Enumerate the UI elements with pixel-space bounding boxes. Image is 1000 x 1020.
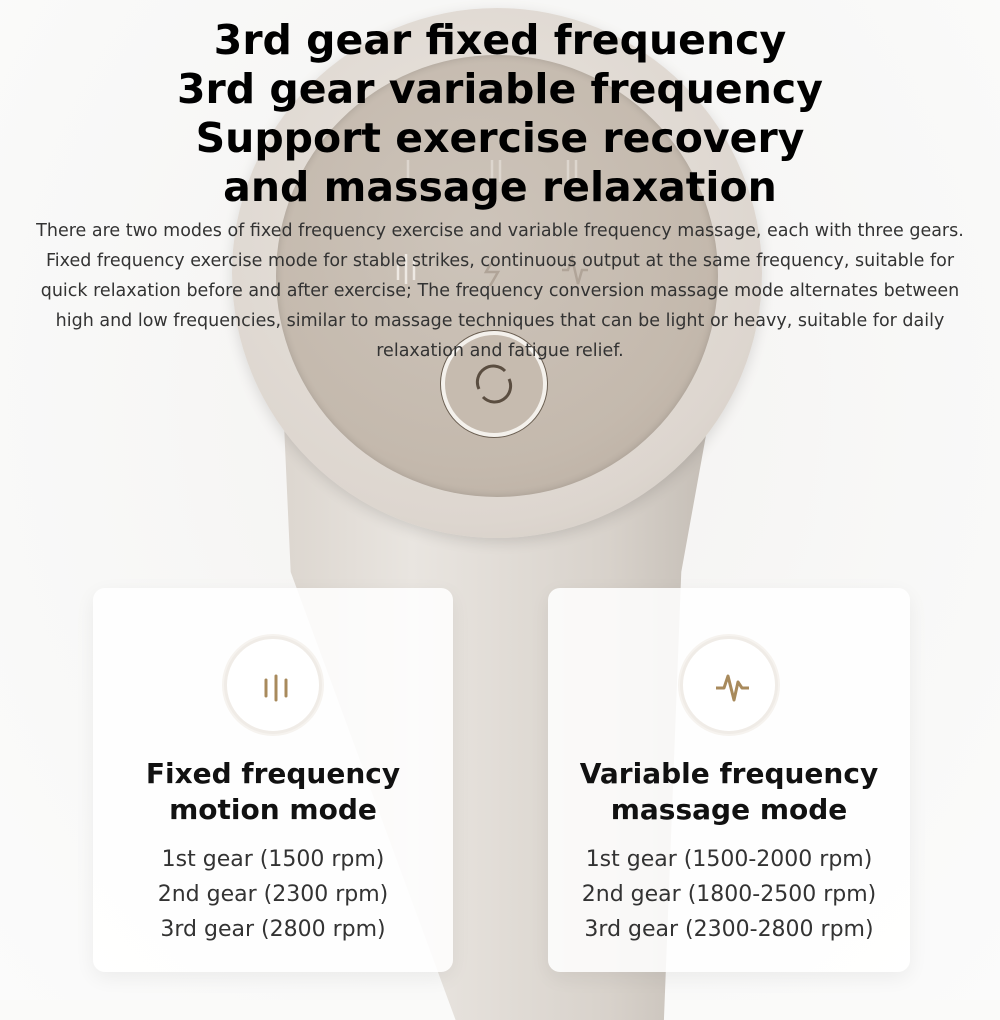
gear-item: 3rd gear (2300-2800 rpm)	[584, 917, 874, 942]
headline-line: 3rd gear fixed frequency	[213, 16, 787, 64]
headline-line: and massage relaxation	[223, 163, 777, 211]
headline-line: Support exercise recovery	[195, 114, 805, 162]
headline-line: 3rd gear variable frequency	[177, 65, 823, 113]
cycle-icon	[475, 364, 513, 404]
card-title: Variable frequency	[579, 757, 879, 790]
icon-circle	[680, 636, 778, 734]
gear-indicator-icon	[406, 160, 578, 184]
gear-item: 2nd gear (2300 rpm)	[157, 882, 389, 907]
gear-item: 2nd gear (1800-2500 rpm)	[581, 882, 877, 907]
mode-switch-button	[441, 331, 547, 437]
icon-circle	[224, 636, 322, 734]
fixed-frequency-bars-icon	[264, 674, 288, 702]
description: There are two modes of fixed frequency e…	[36, 221, 964, 361]
variable-frequency-wave-icon	[716, 674, 749, 702]
gear-item: 1st gear (1500-2000 rpm)	[585, 847, 873, 872]
card-title: Fixed frequency	[145, 757, 401, 790]
card-title: motion mode	[169, 793, 377, 826]
card-title: massage mode	[610, 793, 848, 826]
headline: 3rd gear fixed frequency 3rd gear variab…	[0, 16, 1000, 212]
gear-item: 3rd gear (2800 rpm)	[160, 917, 386, 942]
gear-item: 1st gear (1500 rpm)	[161, 847, 385, 872]
mode-indicator-icon	[396, 253, 588, 287]
